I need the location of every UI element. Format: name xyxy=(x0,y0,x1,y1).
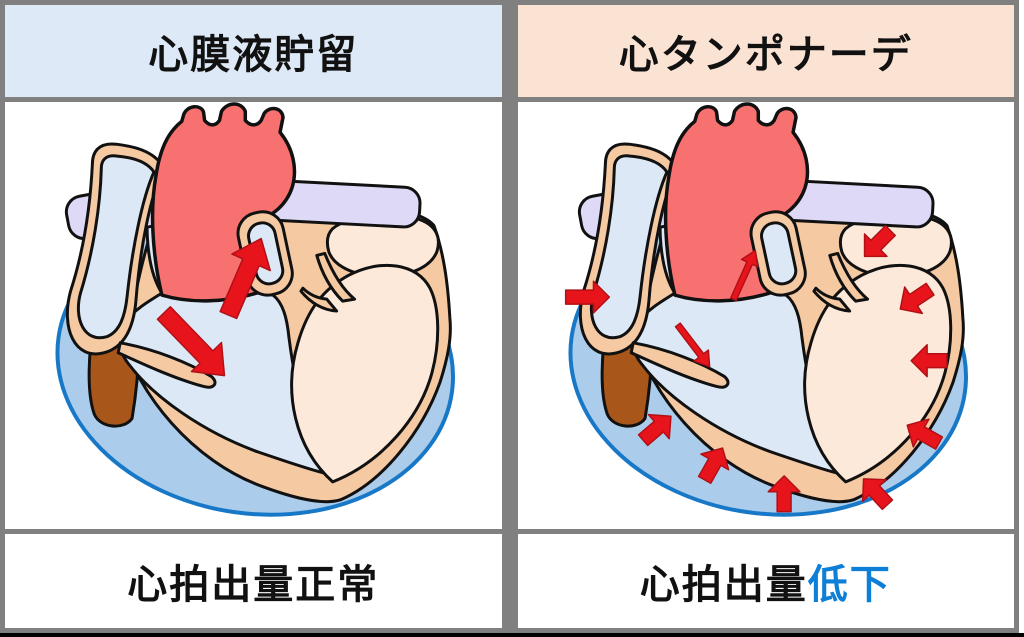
caption-effusion: 心拍出量正常 xyxy=(5,534,502,628)
arrows xyxy=(564,224,948,513)
caption-tamponade: 心拍出量低下 xyxy=(517,534,1014,628)
compression-arrow xyxy=(909,344,948,378)
pulmonary-valve xyxy=(749,210,807,297)
tricuspid-valve xyxy=(116,341,217,389)
flow-arrow xyxy=(219,237,271,320)
pulmonary-valve-lumen xyxy=(759,221,797,286)
mitral-valve xyxy=(827,251,869,303)
compression-arrow xyxy=(637,413,672,447)
compression-arrow xyxy=(906,418,943,450)
right-atrium-blood xyxy=(76,154,156,340)
flow-arrow xyxy=(674,322,710,368)
panel-header-tamponade-label: 心タンポナーデ xyxy=(618,33,913,77)
tricuspid-valve xyxy=(629,341,729,389)
right-atrium-blood xyxy=(589,154,668,340)
caption-text: 低下 xyxy=(807,563,892,607)
compression-arrow xyxy=(766,475,801,513)
mitral-valve xyxy=(315,251,357,303)
heart-cross-section xyxy=(55,102,455,517)
valve-chordae xyxy=(811,286,851,313)
left-ventricle-cavity xyxy=(290,263,440,484)
valve-chordae xyxy=(299,286,339,313)
compression-arrow xyxy=(899,282,935,315)
flow-arrow xyxy=(156,306,226,377)
compression-arrow xyxy=(697,447,729,484)
arrows xyxy=(156,237,271,377)
compression-arrow xyxy=(861,478,893,511)
diagram-tamponade xyxy=(517,102,1014,529)
panel-header-effusion-label: 心膜液貯留 xyxy=(148,33,359,77)
caption-text: 心拍出量正常 xyxy=(127,563,380,607)
panel-header-effusion: 心膜液貯留 xyxy=(5,5,502,97)
compression-arrow xyxy=(564,280,610,314)
heart-diagram xyxy=(55,102,455,517)
panel-header-tamponade: 心タンポナーデ xyxy=(517,5,1014,97)
flow-arrow xyxy=(729,249,759,302)
compression-arrow xyxy=(863,224,896,258)
caption-text: 心拍出量 xyxy=(639,563,808,607)
diagram-effusion xyxy=(5,102,502,529)
bottom-border xyxy=(0,633,1024,637)
heart-diagram xyxy=(564,102,968,517)
heart-cross-section xyxy=(564,102,968,517)
